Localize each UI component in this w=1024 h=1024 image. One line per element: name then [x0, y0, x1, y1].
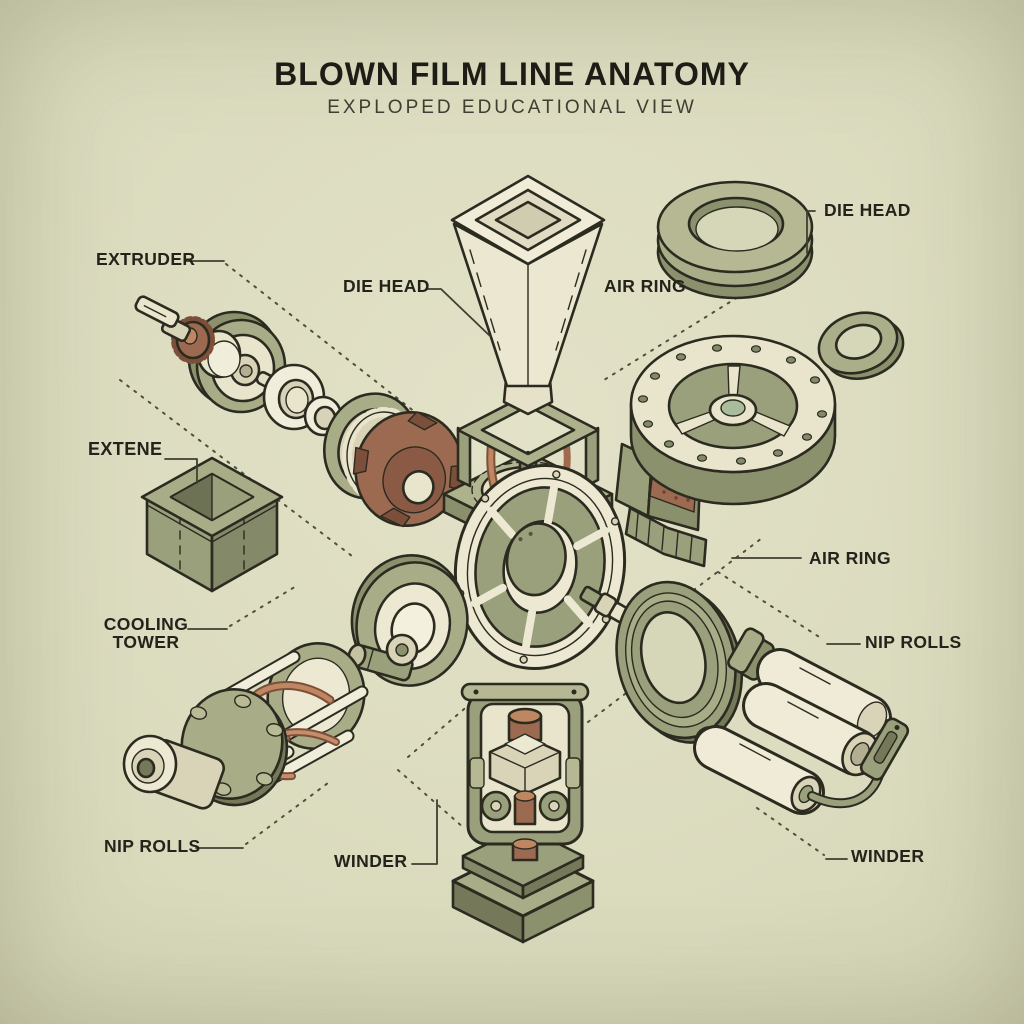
label-extene: EXTENE [88, 439, 163, 459]
label-extruder: EXTRUDER [96, 249, 196, 269]
part-nip-rolls [693, 627, 910, 815]
leader-die-head-right [806, 210, 816, 254]
label-air-ring-center: AIR RING [604, 276, 686, 296]
part-cooling-disc [347, 554, 469, 687]
leader-winder-center [411, 799, 438, 865]
leader-extene [164, 458, 198, 484]
label-die-head-right: DIE HEAD [824, 200, 911, 220]
leader-lines [164, 210, 861, 865]
part-extruder-assembly [134, 295, 497, 528]
part-winder [451, 682, 595, 944]
label-nip-rolls-right: NIP ROLLS [865, 632, 962, 652]
guide-lines [119, 254, 825, 856]
label-winder-center: WINDER [334, 851, 408, 871]
part-cooling-tower [122, 641, 369, 810]
part-air-ring-torus [615, 580, 744, 744]
part-hopper-box [140, 456, 284, 593]
leader-die-head-center [426, 288, 491, 337]
label-nip-rolls-left: NIP ROLLS [104, 836, 201, 856]
part-sealing-ring [817, 311, 905, 380]
label-cooling-tower: COOLING TOWER [103, 614, 189, 653]
label-winder-right: WINDER [851, 846, 925, 866]
page-subtitle: EXPLOPED EDUCATIONAL VIEW [327, 97, 697, 118]
label-die-head-center: DIE HEAD [343, 276, 430, 296]
page-title: BLOWN FILM LINE ANATOMY [274, 56, 750, 92]
part-die-head-ring [656, 180, 814, 300]
label-air-ring-right: AIR RING [809, 548, 891, 568]
part-air-ring-flange [614, 334, 837, 568]
